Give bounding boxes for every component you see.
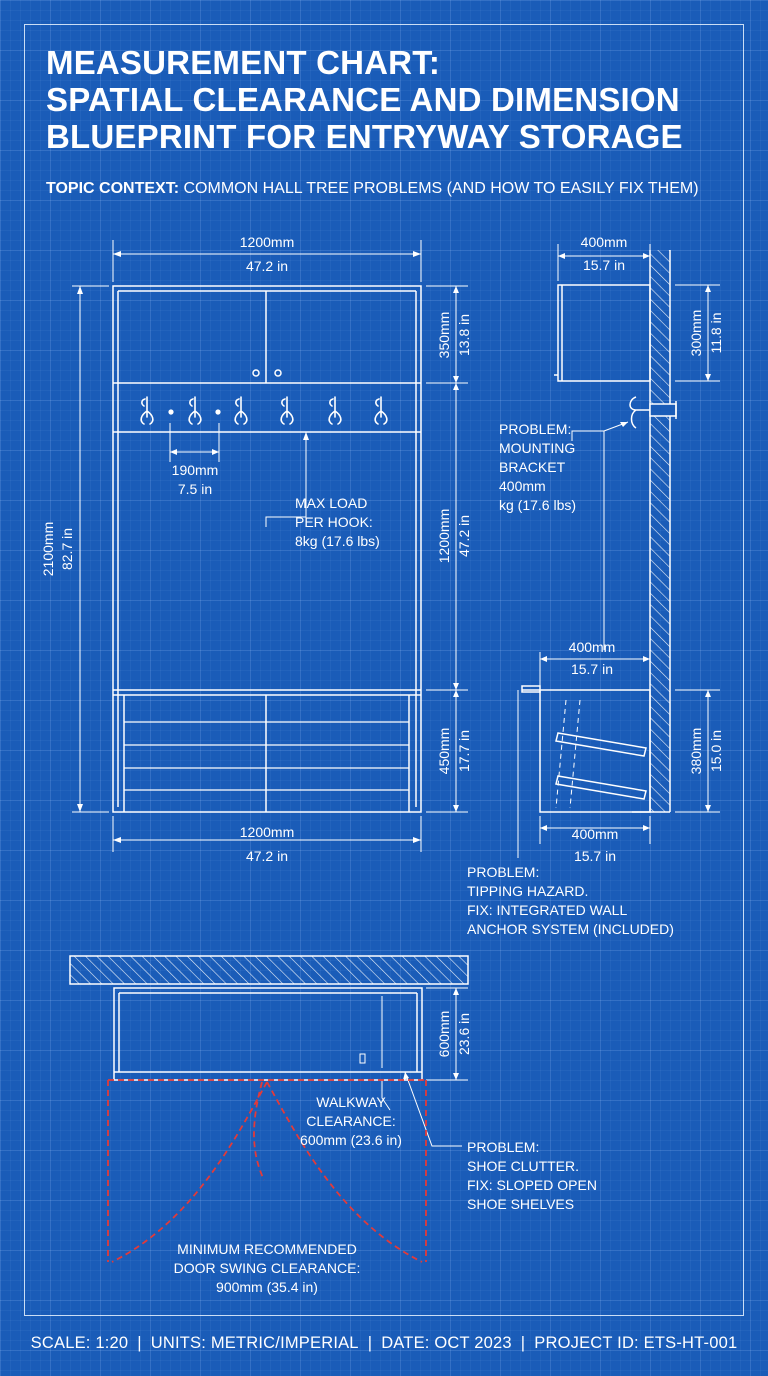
shoe-shelves xyxy=(124,721,409,791)
plan-hall-tree xyxy=(113,987,423,1081)
plan-arrowheads xyxy=(403,988,459,1080)
footer-separator: | xyxy=(520,1333,526,1352)
footer-separator: | xyxy=(137,1333,142,1352)
bracket-note-line-3: BRACKET xyxy=(499,459,566,475)
cabinet-knob-right xyxy=(274,369,282,377)
coat-hook-2 xyxy=(188,396,202,425)
side-top-depth-in: 15.7 in xyxy=(583,257,625,273)
drawing-border xyxy=(24,24,744,1316)
plan-view xyxy=(69,955,469,1081)
side-dimensions xyxy=(517,244,720,858)
side-view xyxy=(521,250,677,813)
door-swing-line-3: 900mm (35.4 in) xyxy=(216,1279,318,1295)
bracket-note-line-2: MOUNTING xyxy=(499,440,575,456)
middle-height-mm: 1200mm xyxy=(436,509,452,563)
bracket-note-line-5: kg (17.6 lbs) xyxy=(499,497,576,513)
cabinet-height-in: 13.8 in xyxy=(456,314,472,356)
topic-context: TOPIC CONTEXT: COMMON HALL TREE PROBLEMS… xyxy=(46,180,699,198)
front-top-width-in: 47.2 in xyxy=(246,258,288,274)
walkway-line-3: 600mm (23.6 in) xyxy=(300,1132,402,1148)
coat-hooks xyxy=(140,396,388,425)
door-swing-clearance xyxy=(107,1079,427,1263)
bracket-note-line-4: 400mm xyxy=(499,478,546,494)
hook-spacing-mm: 190mm xyxy=(172,462,219,478)
coat-hook-4 xyxy=(280,396,294,425)
tipping-note-line-2: TIPPING HAZARD. xyxy=(467,883,588,899)
walkway-line-1: WALKWAY xyxy=(316,1094,386,1110)
side-bench xyxy=(539,689,651,813)
topic-text: COMMON HALL TREE PROBLEMS (AND HOW TO EA… xyxy=(183,180,699,197)
side-arrowheads xyxy=(540,253,711,831)
side-bench-bottom-in: 15.7 in xyxy=(574,848,616,864)
footer-date: DATE: OCT 2023 xyxy=(381,1333,512,1352)
shelf-slope-guides xyxy=(555,699,581,809)
title-line-1: MEASUREMENT CHART: xyxy=(46,44,441,81)
shoe-note-line-2: SHOE CLUTTER. xyxy=(467,1158,579,1174)
topic-label: TOPIC CONTEXT: xyxy=(46,180,180,197)
footer-project-id: PROJECT ID: ETS-HT-001 xyxy=(534,1333,738,1352)
plan-knob xyxy=(359,1053,366,1064)
hook-load-line-2: PER HOOK: xyxy=(295,514,373,530)
coat-hook-6 xyxy=(374,396,388,425)
title-line-2: SPATIAL CLEARANCE AND DIMENSION xyxy=(46,81,680,118)
plan-depth-mm: 600mm xyxy=(436,1011,452,1058)
plan-dimensions xyxy=(381,987,468,1147)
plan-depth-in: 23.6 in xyxy=(456,1013,472,1055)
side-bench-bottom-mm: 400mm xyxy=(572,826,619,842)
door-swing-line-1: MINIMUM RECOMMENDED xyxy=(177,1241,357,1257)
side-cabinet-height-mm: 300mm xyxy=(688,310,704,357)
cabinet-knob-left xyxy=(252,369,260,377)
hook-spacing-in: 7.5 in xyxy=(178,481,212,497)
coat-hook-1 xyxy=(140,396,154,425)
side-bench-top-in: 15.7 in xyxy=(571,661,613,677)
hall-tree-outline xyxy=(112,285,422,813)
front-bottom-width-mm: 1200mm xyxy=(240,824,294,840)
mounting-bracket-icon xyxy=(629,396,677,429)
side-cabinet xyxy=(557,284,651,382)
title-line-3: BLUEPRINT FOR ENTRYWAY STORAGE xyxy=(46,118,683,155)
tipping-note-line-1: PROBLEM: xyxy=(467,864,539,880)
coat-hook-5 xyxy=(328,396,342,425)
shoe-note-line-3: FIX: SLOPED OPEN xyxy=(467,1177,597,1193)
tipping-note-line-3: FIX: INTEGRATED WALL xyxy=(467,902,627,918)
footer-separator: | xyxy=(367,1333,373,1352)
hook-load-line-3: 8kg (17.6 lbs) xyxy=(295,533,380,549)
shoe-note-line-4: SHOE SHELVES xyxy=(467,1196,574,1212)
bench-height-in: 17.7 in xyxy=(456,730,472,772)
wall-section xyxy=(650,250,670,812)
sloped-shoe-shelves xyxy=(555,732,647,800)
shoe-note-line-1: PROBLEM: xyxy=(467,1139,539,1155)
bracket-note-line-1: PROBLEM: xyxy=(499,421,571,437)
total-height-mm: 2100mm xyxy=(40,522,56,576)
front-top-width-mm: 1200mm xyxy=(240,234,294,250)
footer-info: SCALE: 1:20 | UNITS: METRIC/IMPERIAL | D… xyxy=(0,1318,768,1368)
coat-hook-3 xyxy=(234,396,248,425)
cabinet-height-mm: 350mm xyxy=(436,312,452,359)
plan-wall-section xyxy=(69,955,469,985)
front-dimensions xyxy=(72,240,468,852)
hook-load-line-1: MAX LOAD xyxy=(295,495,367,511)
door-swing-line-2: DOOR SWING CLEARANCE: xyxy=(174,1260,361,1276)
footer-scale: SCALE: 1:20 xyxy=(30,1333,129,1352)
front-view xyxy=(112,285,422,813)
total-height-in: 82.7 in xyxy=(59,528,75,570)
middle-height-in: 47.2 in xyxy=(456,515,472,557)
side-bench-top-mm: 400mm xyxy=(569,639,616,655)
side-cabinet-height-in: 11.8 in xyxy=(708,313,724,354)
side-bench-height-mm: 380mm xyxy=(688,728,704,775)
walkway-line-2: CLEARANCE: xyxy=(306,1113,395,1129)
tipping-note-line-4: ANCHOR SYSTEM (INCLUDED) xyxy=(467,921,674,937)
side-bench-height-in: 15.0 in xyxy=(708,730,724,772)
page-title: MEASUREMENT CHART: SPATIAL CLEARANCE AND… xyxy=(46,44,683,155)
footer-units: UNITS: METRIC/IMPERIAL xyxy=(150,1333,359,1352)
front-bottom-width-in: 47.2 in xyxy=(246,848,288,864)
bench-height-mm: 450mm xyxy=(436,728,452,775)
dimension-arrowheads xyxy=(77,251,459,843)
side-top-depth-mm: 400mm xyxy=(581,234,628,250)
